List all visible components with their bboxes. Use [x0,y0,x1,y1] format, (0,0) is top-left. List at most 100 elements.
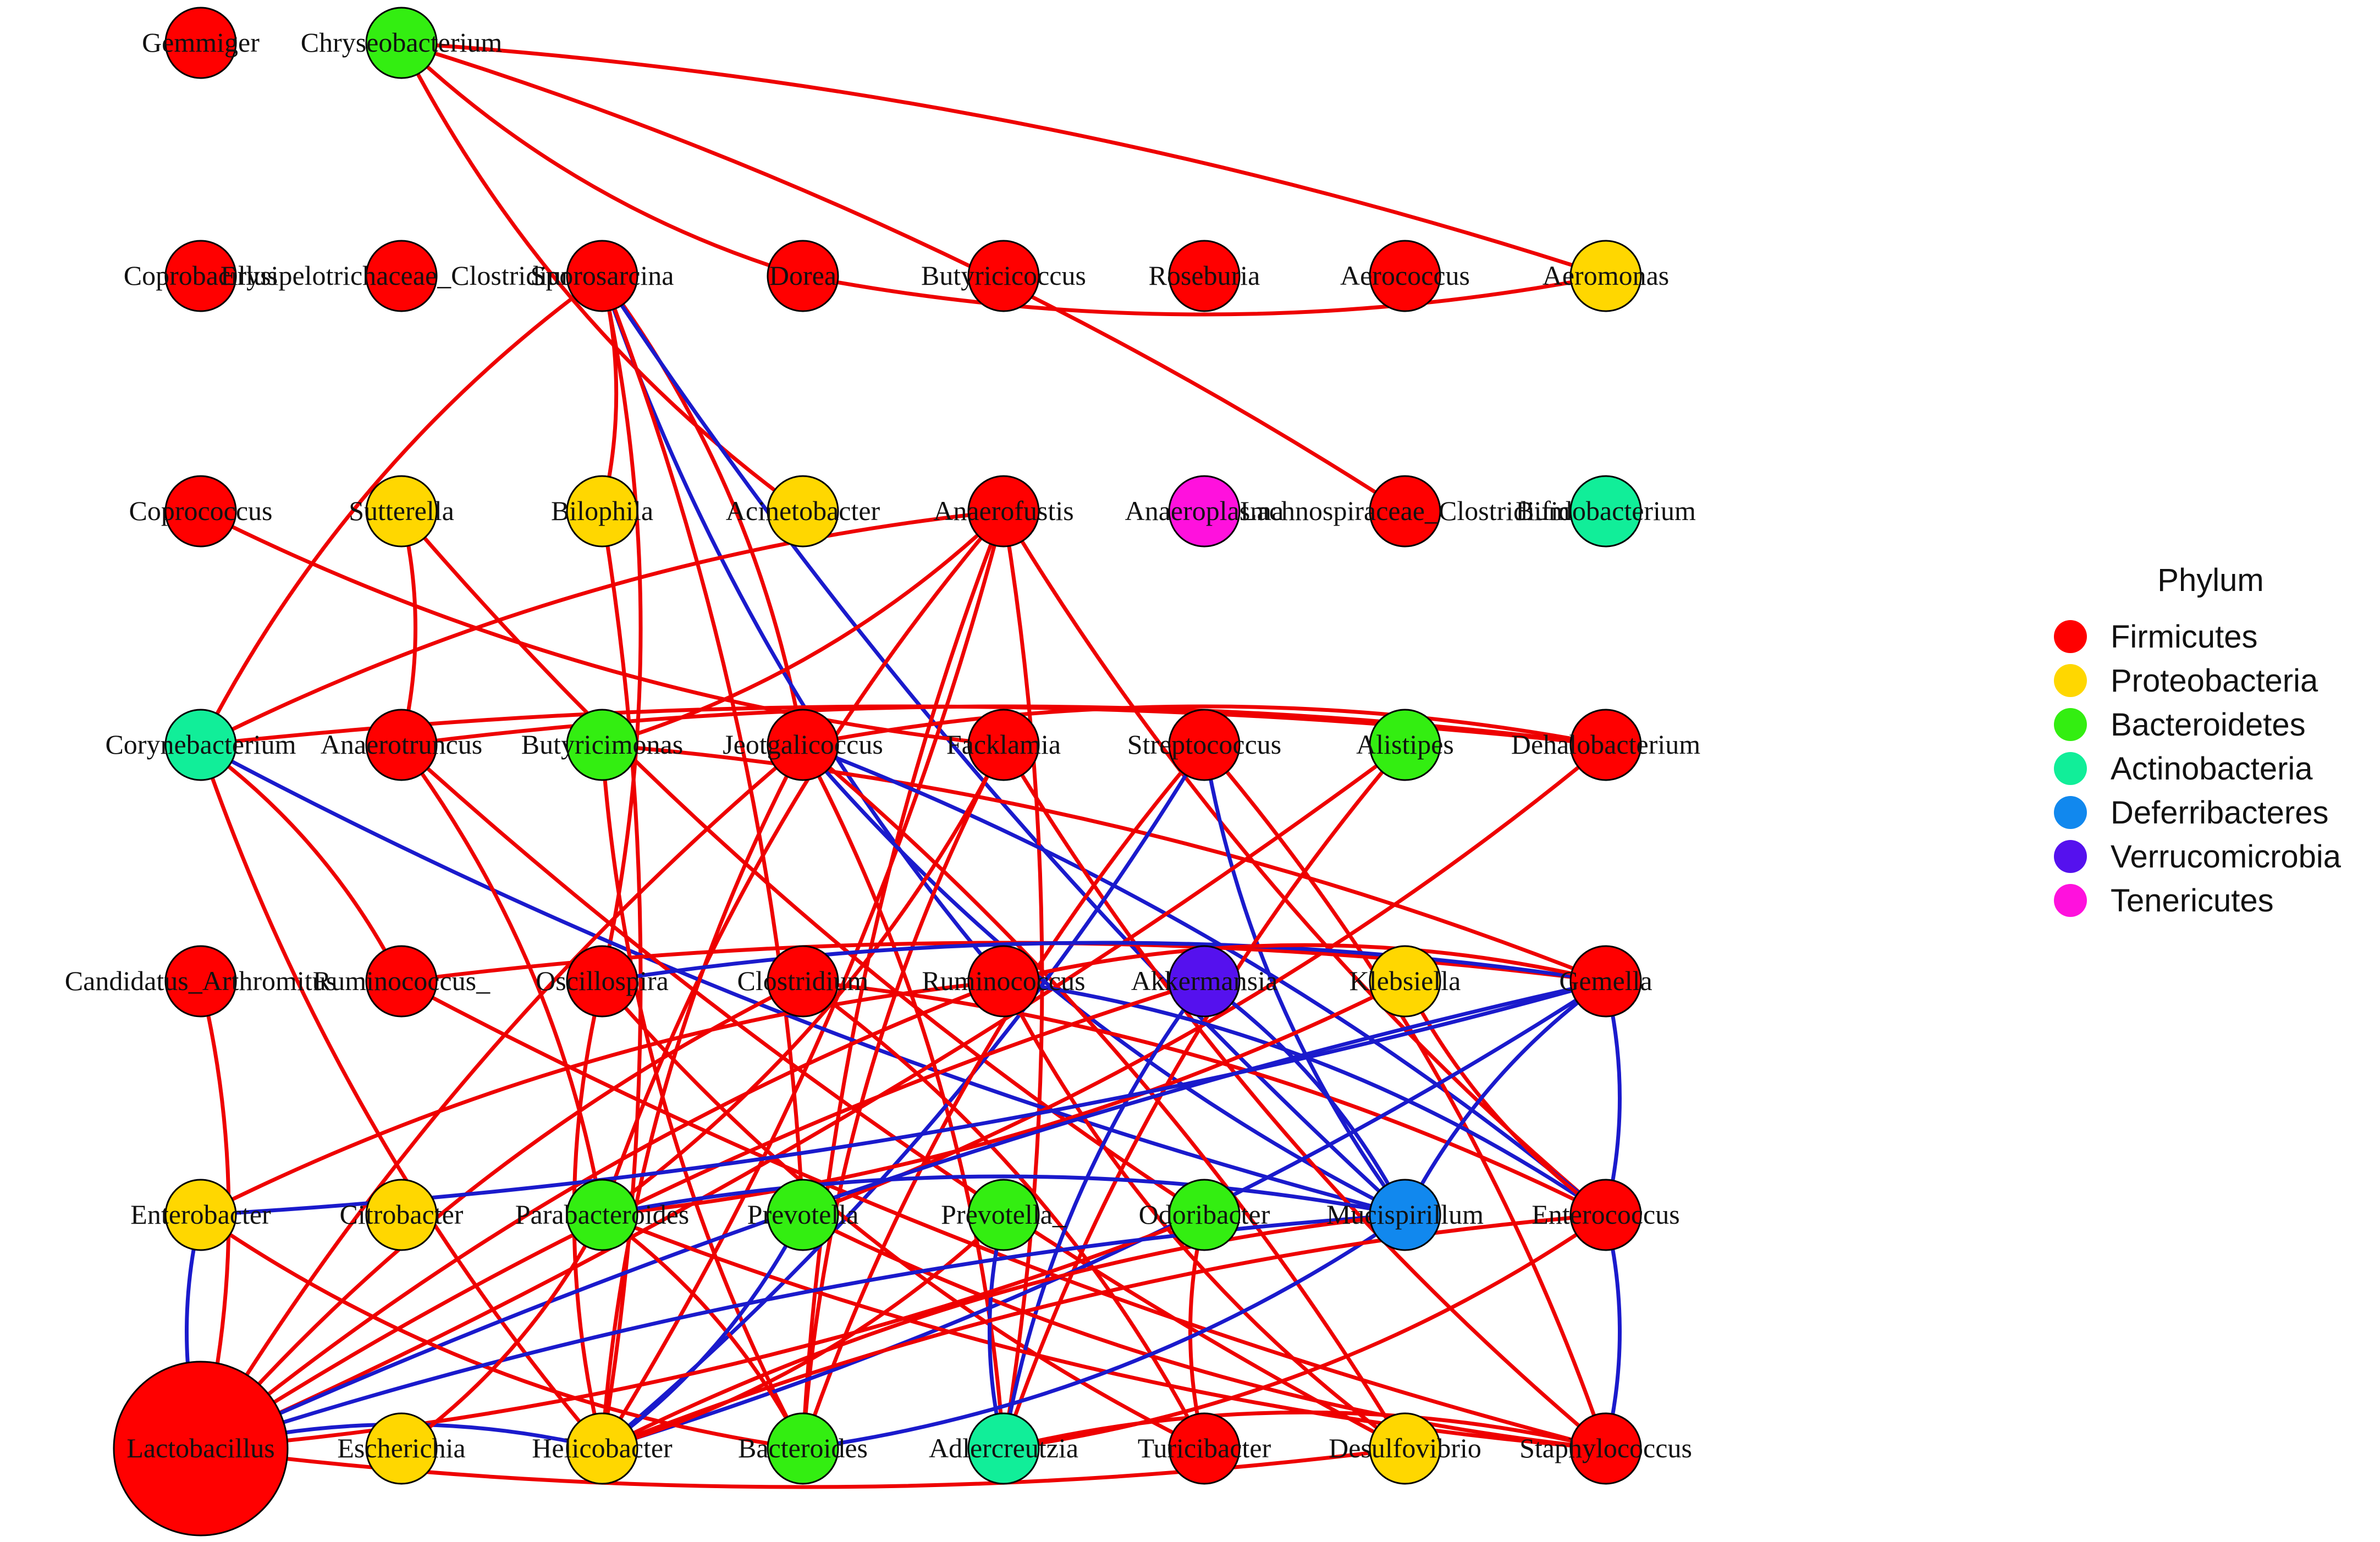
node-corynebacterium[interactable]: Corynebacterium [105,709,296,781]
node-aerococcus[interactable]: Aerococcus [1340,240,1470,312]
node-circle [365,240,438,312]
legend-entry-bacteroidetes: Bacteroidetes [2054,707,2306,743]
node-ruminococcus[interactable]: Ruminococcus [922,945,1086,1018]
node-circle [1369,945,1441,1018]
node-circle [1369,1412,1441,1485]
node-bilophila[interactable]: Bilophila [551,475,653,548]
node-ruminococcus_[interactable]: Ruminococcus_ [313,945,491,1018]
legend-swatch [2054,796,2087,829]
legend-swatch [2054,884,2087,917]
node-parabacteroides[interactable]: Parabacteroides [515,1179,690,1251]
node-oscillospira[interactable]: Oscillospira [536,945,669,1018]
node-streptococcus[interactable]: Streptococcus [1127,709,1281,781]
legend-label: Proteobacteria [2111,663,2318,699]
node-label: Enterobacter [130,1199,271,1230]
node-mucispirillum[interactable]: Mucispirillum [1326,1179,1484,1251]
edge-parabacteroides-bacteroides [600,1213,805,1451]
node-label: Parabacteroides [515,1199,690,1230]
node-label: Turicibacter [1138,1433,1271,1463]
node-adlercreutzia[interactable]: Adlercreutzia [929,1412,1078,1485]
node-klebsiella[interactable]: Klebsiella [1349,945,1461,1018]
node-label: Butyricicoccus [921,260,1086,291]
node-anaerofustis[interactable]: Anaerofustis [933,475,1074,548]
edge-akkermansia-lactobacillus [199,979,1206,1451]
node-dorea[interactable]: Dorea [767,240,839,312]
edge-jeotgalicoccus-adlercreutzia [801,743,1006,1451]
node-staphylococcus[interactable]: Staphylococcus [1519,1412,1692,1485]
node-bifidobacterium[interactable]: Bifidobacterium [1516,475,1696,548]
node-label: Coprobacillus [124,260,278,291]
node-circle [1369,475,1441,548]
node-jeotgalicoccus[interactable]: Jeotgalicoccus [723,709,883,781]
edge-oscillospira-gemella [600,941,1608,983]
node-bacteroides[interactable]: Bacteroides [738,1412,868,1485]
node-alistipes[interactable]: Alistipes [1356,709,1454,781]
node-prevotella_[interactable]: Prevotella_ [941,1179,1067,1251]
node-circle [967,240,1040,312]
node-clostridium[interactable]: Clostridium [737,945,869,1018]
node-acinetobacter[interactable]: Acinetobacter [726,475,880,548]
node-butyricicoccus[interactable]: Butyricicoccus [921,240,1086,312]
node-label: Anaeroplasma [1125,495,1284,526]
legend-entry-deferribacteres: Deferribacteres [2054,795,2328,831]
edge-parabacteroides-mucispirillum [600,1174,1407,1217]
edge-ruminococcus-gemella [1001,943,1608,983]
node-facklamia[interactable]: Facklamia [946,709,1061,781]
edge-enterococcus-adlercreutzia [1001,1213,1608,1451]
node-label: Gemella [1559,965,1652,996]
edge-odoribacter-lactobacillus [199,1213,1206,1451]
node-coprococcus[interactable]: Coprococcus [129,475,273,548]
edge-sporosarcina-prevotella [600,274,805,1217]
legend-swatch [2054,752,2087,785]
edge-jeotgalicoccus-lactobacillus [199,743,805,1451]
node-lactobacillus[interactable]: Lactobacillus [113,1361,289,1537]
node-enterobacter[interactable]: Enterobacter [130,1179,271,1251]
legend-entry-proteobacteria: Proteobacteria [2054,663,2318,699]
edge-anaerofustis-corynebacterium [199,509,1006,747]
edge-sporosarcina-ruminococcus [600,274,1006,983]
edge-escherichia-parabacteroides [399,1213,604,1451]
node-butyricimonas[interactable]: Butyricimonas [521,709,683,781]
node-candidatus_arthromitus[interactable]: Candidatus_Arthromitus [65,945,337,1018]
edge-klebsiella-parabacteroides [600,979,1407,1217]
node-lachnospiraceae_clostridium[interactable]: Lachnospiraceae_Clostridium [1240,475,1570,548]
node-sporosarcina[interactable]: Sporosarcina [530,240,674,312]
node-roseburia[interactable]: Roseburia [1149,240,1260,312]
edge-clostridium-turicibacter [801,979,1206,1451]
node-circle [1168,1412,1241,1485]
node-label: Akkermansia [1131,965,1278,996]
node-desulfovibrio[interactable]: Desulfovibrio [1329,1412,1481,1485]
node-circle [967,709,1040,781]
node-gemmiger[interactable]: Gemmiger [142,7,260,79]
node-odoribacter[interactable]: Odoribacter [1139,1179,1270,1251]
node-label: Citrobacter [340,1199,464,1230]
node-akkermansia[interactable]: Akkermansia [1131,945,1278,1018]
node-erysipelotrichaceae_clostridium[interactable]: Erysipelotrichaceae_Clostridium [221,240,582,312]
edge-dorea-aeromonas [801,274,1608,317]
node-circle [365,709,438,781]
node-anaerotruncus[interactable]: Anaerotruncus [321,709,482,781]
node-turicibacter[interactable]: Turicibacter [1138,1412,1271,1485]
node-chryseobacterium[interactable]: Chryseobacterium [301,7,503,79]
node-circle [365,7,438,79]
node-gemella[interactable]: Gemella [1559,945,1652,1018]
edge-parabacteroides-staphylococcus [600,1213,1608,1451]
node-dehalobacterium[interactable]: Dehalobacterium [1511,709,1700,781]
node-sutterella[interactable]: Sutterella [349,475,454,548]
node-circle [365,945,438,1018]
node-label: Lachnospiraceae_Clostridium [1240,495,1570,526]
node-escherichia[interactable]: Escherichia [337,1412,466,1485]
node-citrobacter[interactable]: Citrobacter [340,1179,464,1251]
edge-sporosarcina-oscillospira [600,274,643,983]
node-helicobacter[interactable]: Helicobacter [532,1412,673,1485]
edge-oscillospira-turicibacter [600,979,1206,1451]
node-label: Candidatus_Arthromitus [65,965,337,996]
node-label: Klebsiella [1349,965,1461,996]
node-enterococcus[interactable]: Enterococcus [1531,1179,1680,1251]
node-circle [365,1412,438,1485]
edge-ruminococcus-enterococcus [1001,979,1608,1217]
node-coprobacillus[interactable]: Coprobacillus [124,240,278,312]
node-prevotella[interactable]: Prevotella [747,1179,859,1251]
node-anaeroplasma[interactable]: Anaeroplasma [1125,475,1284,548]
node-aeromonas[interactable]: Aeromonas [1542,240,1670,312]
